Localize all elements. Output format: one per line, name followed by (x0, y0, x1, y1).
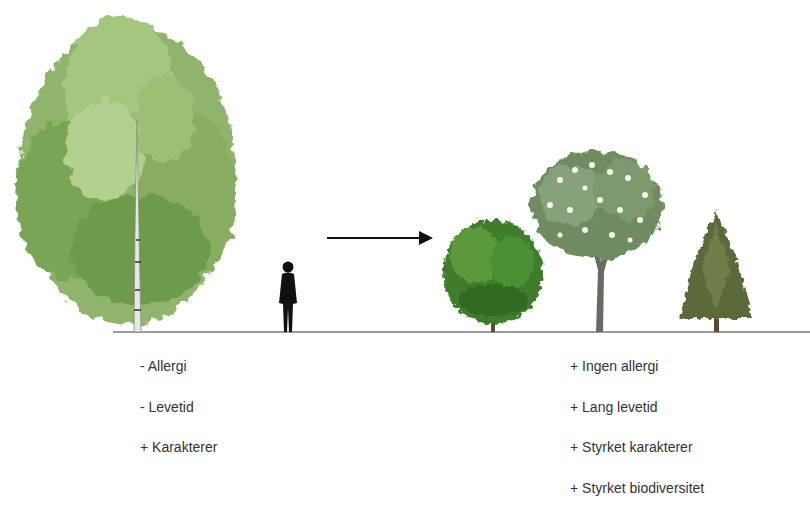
pine-trunk (714, 318, 719, 332)
flowering-tree-crown-light (595, 160, 655, 220)
blossom (625, 175, 631, 181)
benefit-note: - Allergi (140, 357, 187, 375)
birch-crown-light (135, 75, 195, 165)
flowering-tree-crown-light (538, 165, 602, 225)
blossom (597, 197, 603, 203)
small-tree-crown-light (490, 236, 534, 288)
pine-crown-light (702, 225, 730, 310)
ground-line (113, 331, 810, 333)
flowering-tree (531, 151, 663, 332)
blossom (583, 186, 588, 191)
blossom (567, 207, 573, 213)
direction-arrow (327, 231, 433, 245)
flowering-tree-blossoms (547, 162, 648, 243)
blossom (547, 202, 553, 208)
benefit-note: + Ingen allergi (570, 357, 658, 375)
benefit-note: + Styrket biodiversitet (570, 479, 704, 497)
flowering-tree-crown-base (531, 151, 663, 259)
blossom (617, 207, 623, 213)
small-tree-crown (443, 220, 543, 324)
arrow-shaft (327, 237, 422, 239)
blossom (637, 217, 643, 223)
small-tree (443, 220, 543, 332)
blossom (572, 167, 578, 173)
small-tree-crown-shade (458, 284, 528, 316)
blossom (642, 192, 648, 198)
blossom (582, 227, 588, 233)
blossom (589, 162, 595, 168)
blossom (609, 232, 615, 238)
benefit-note: - Levetid (140, 398, 194, 416)
small-tree-crown-base (443, 220, 543, 324)
birch-tree (15, 15, 237, 332)
birch-crown-light (65, 100, 145, 200)
benefit-note: + Lang levetid (570, 398, 658, 416)
blossom (558, 233, 563, 238)
pine-crown-base (680, 210, 752, 318)
blossom (607, 169, 613, 175)
person-head (283, 262, 294, 273)
arrow-head (419, 231, 433, 245)
blossom (628, 238, 633, 243)
benefit-note: + Karakterer (140, 438, 217, 456)
pine-crown (680, 210, 752, 318)
flowering-tree-crown (531, 151, 663, 259)
person-body (279, 273, 297, 333)
pine-tree (680, 210, 752, 332)
birch-bark-marks (134, 240, 141, 310)
benefit-note: + Styrket karakterer (570, 438, 693, 456)
blossom (557, 177, 563, 183)
birch-crown (15, 15, 237, 325)
person-silhouette (279, 262, 297, 333)
birch-trunk (134, 120, 141, 332)
